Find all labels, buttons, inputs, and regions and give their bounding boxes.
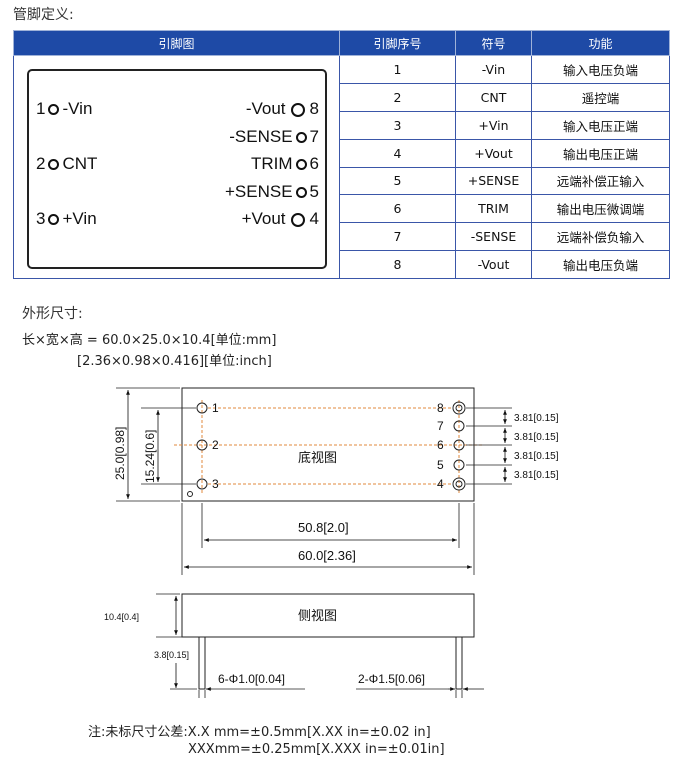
pin-function: 输出电压微调端 — [531, 194, 670, 224]
pin-definition-heading: 管脚定义: — [13, 7, 74, 23]
pitch-label-3: 3.81[0.15] — [514, 451, 559, 462]
pin-hole-icon — [295, 132, 307, 144]
bv-pin-4-label: 4 — [437, 477, 444, 491]
pin-function: 输入电压正端 — [531, 110, 670, 140]
pin-hole-icon — [48, 214, 60, 226]
pin-hole-icon — [196, 478, 208, 490]
pin-function: 输出电压负端 — [531, 250, 670, 279]
pin-hole-icon — [453, 420, 465, 432]
pin-number: 8 — [339, 250, 456, 279]
header-pin-number: 引脚序号 — [339, 30, 456, 56]
pin-hole-icon — [48, 159, 60, 171]
pin-length-label: 3.8[0.15] — [154, 650, 189, 660]
pin-symbol: TRIM — [455, 194, 532, 224]
pin-number: 4 — [339, 138, 456, 168]
bv-pin-1-label: 1 — [212, 401, 219, 415]
center-guides — [174, 400, 484, 495]
pin-hole-icon — [290, 102, 305, 117]
side-view-outline — [181, 593, 475, 638]
table-header-row: 引脚图 引脚序号 符号 功能 — [13, 30, 670, 56]
height-inner-label: 15.24[0.6] — [143, 430, 157, 483]
pin-hole-icon — [453, 439, 465, 451]
pin-hole-inner-icon — [455, 480, 463, 488]
bv-pin-6-label: 6 — [437, 438, 444, 452]
dimension-line-1: 长×宽×高 = 60.0×25.0×10.4[单位:mm] — [22, 333, 277, 348]
pin-function: 远端补偿正输入 — [531, 166, 670, 196]
pin-function: 远端补偿负输入 — [531, 222, 670, 252]
pitch-label-2: 3.81[0.15] — [514, 432, 559, 443]
width-inner-label: 50.8[2.0] — [298, 520, 349, 535]
pin-symbol: -Vout — [455, 250, 532, 279]
header-symbol: 符号 — [455, 30, 532, 56]
pin-symbol: +Vout — [455, 138, 532, 168]
height-total-label: 25.0[0.98] — [113, 427, 127, 480]
pin-hole-icon — [196, 439, 208, 451]
pin-hole-icon — [196, 402, 208, 414]
pin-hole-icon — [295, 159, 307, 171]
orientation-mark-icon — [187, 491, 193, 497]
pin-hole-icon — [290, 212, 305, 227]
pin-function: 输入电压负端 — [531, 55, 670, 84]
pin-hole-icon — [453, 459, 465, 471]
pin-number: 1 — [339, 55, 456, 84]
side-view-label: 侧视图 — [298, 609, 337, 624]
chip-pin-1: 1-Vin — [36, 99, 93, 118]
pin-hole-icon — [48, 104, 60, 116]
tolerance-line-2: XXXmm=±0.25mm[X.XXX in=±0.01in] — [188, 742, 445, 757]
chip-outline — [27, 69, 327, 269]
width-total-label: 60.0[2.36] — [298, 548, 356, 563]
bottom-view-pins — [187, 401, 466, 497]
chip-pin-3: 3+Vin — [36, 209, 97, 228]
tolerance-line-1: 注:未标尺寸公差:X.X mm=±0.5mm[X.XX in=±0.02 in] — [88, 725, 431, 740]
small-pin-label: 6-Φ1.0[0.04] — [218, 672, 285, 686]
header-function: 功能 — [531, 30, 670, 56]
bv-pin-7-label: 7 — [437, 419, 444, 433]
pin-symbol: -Vin — [455, 55, 532, 84]
dimension-heading: 外形尺寸: — [22, 306, 83, 322]
pin-hole-icon — [452, 477, 466, 491]
bv-pin-2-label: 2 — [212, 438, 219, 452]
pin-hole-icon — [452, 401, 466, 415]
pin-hole-inner-icon — [455, 404, 463, 412]
bv-pin-3-label: 3 — [212, 477, 219, 491]
side-view-pins — [198, 636, 463, 690]
dimension-line-2: [2.36×0.98×0.416][单位:inch] — [77, 354, 272, 369]
pin-hole-icon — [295, 187, 307, 199]
pitch-label-1: 3.81[0.15] — [514, 413, 559, 424]
side-height-label: 10.4[0.4] — [104, 612, 139, 622]
bv-pin-8-label: 8 — [437, 401, 444, 415]
large-pin-label: 2-Φ1.5[0.06] — [358, 672, 425, 686]
bottom-view-label: 底视图 — [298, 450, 337, 466]
pitch-label-4: 3.81[0.15] — [514, 470, 559, 481]
bv-pin-5-label: 5 — [437, 458, 444, 472]
